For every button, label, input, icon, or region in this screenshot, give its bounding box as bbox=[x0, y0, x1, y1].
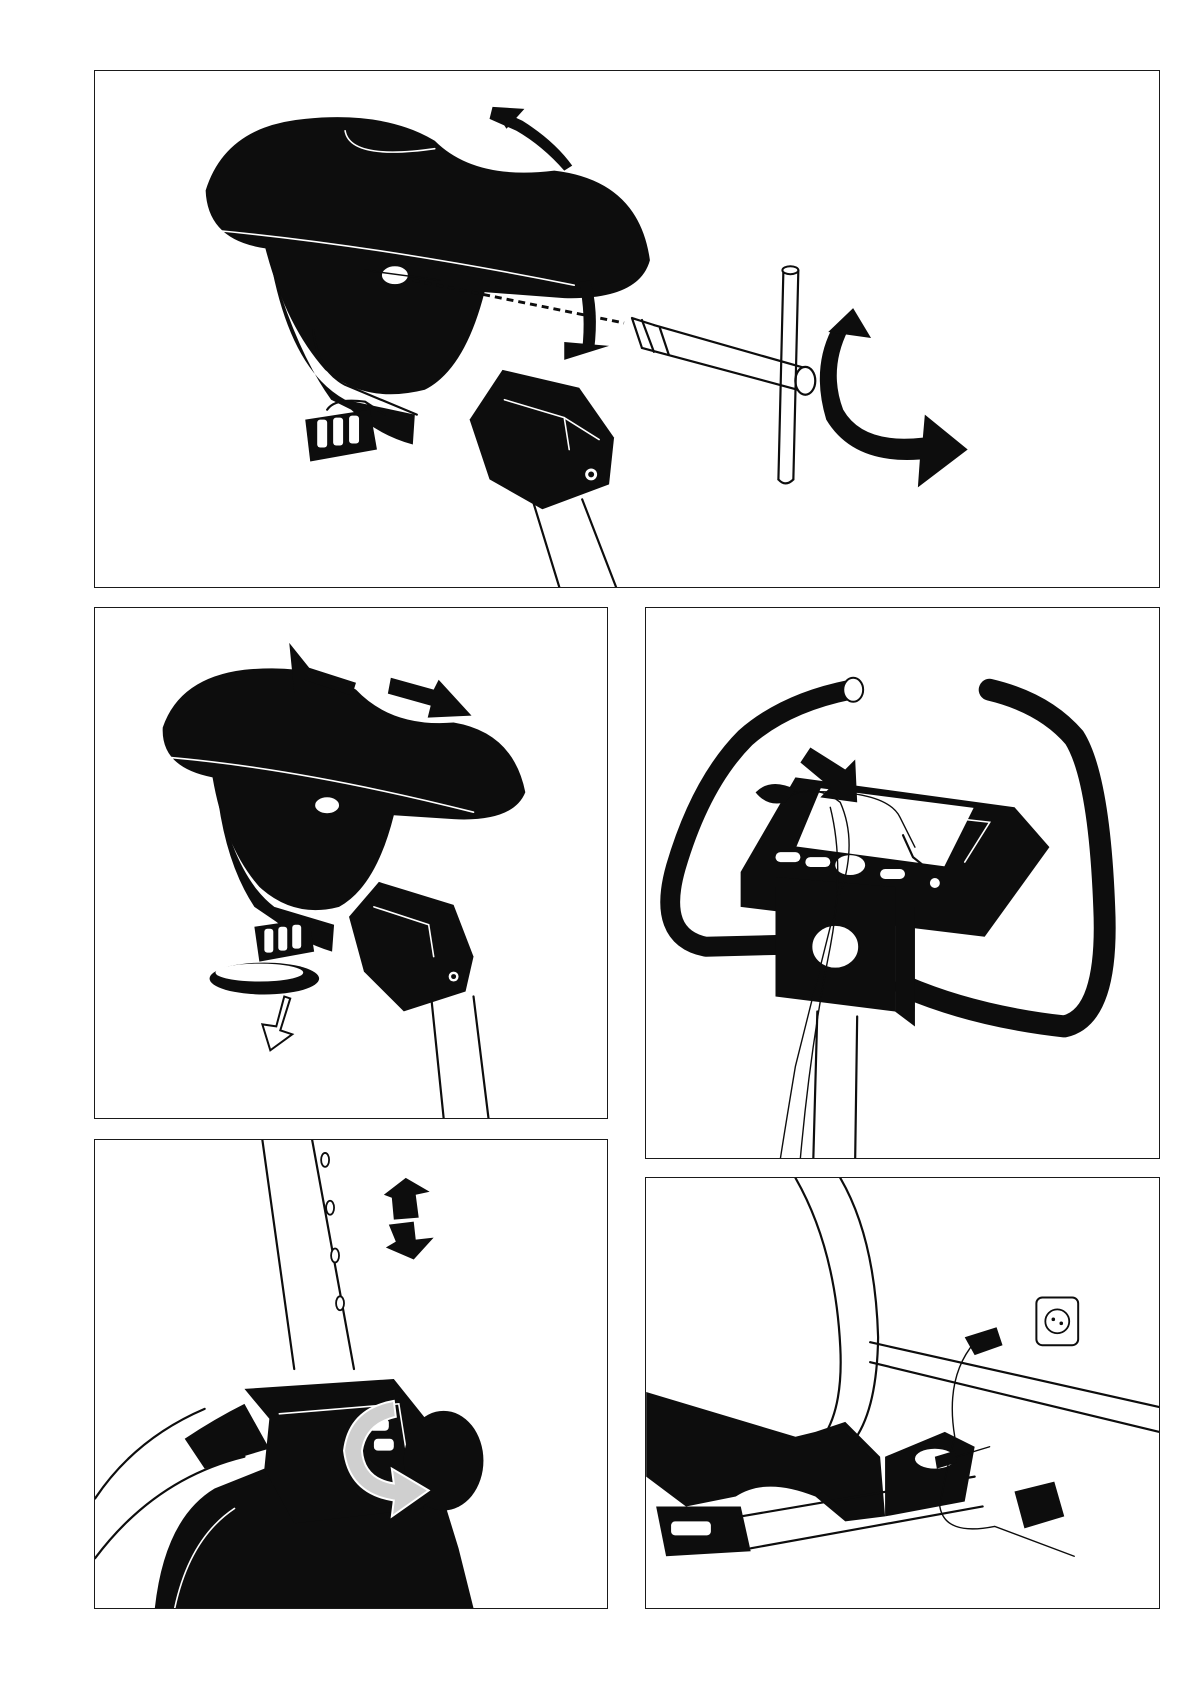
panel-saddle-horizontal bbox=[94, 607, 608, 1119]
vertical-double-arrow-icon bbox=[384, 1178, 434, 1260]
power-adapter-illustration bbox=[646, 1178, 1159, 1608]
saddle-horizontal-illustration bbox=[95, 608, 607, 1118]
console-icon bbox=[741, 777, 1050, 1158]
seat-post-icon bbox=[349, 882, 488, 1118]
panel-seat-post-height bbox=[94, 1139, 608, 1609]
panel-console-cable bbox=[645, 607, 1160, 1159]
seat-post-icon bbox=[470, 370, 616, 587]
rotate-arrow-icon bbox=[820, 308, 968, 487]
adjustment-knob-icon bbox=[210, 919, 320, 995]
saddle-icon bbox=[163, 668, 526, 951]
console-cable-illustration bbox=[646, 608, 1159, 1158]
release-knob-arrow-icon bbox=[262, 996, 292, 1050]
seat-post-icon bbox=[262, 1140, 354, 1369]
t-wrench-icon bbox=[632, 266, 815, 483]
saddle-tilt-illustration bbox=[95, 71, 1159, 587]
frame-icon bbox=[646, 1178, 982, 1556]
seat-post-height-illustration bbox=[95, 1140, 607, 1608]
wall-socket-icon bbox=[1036, 1297, 1078, 1345]
panel-saddle-tilt bbox=[94, 70, 1160, 588]
panel-power-adapter bbox=[645, 1177, 1160, 1609]
